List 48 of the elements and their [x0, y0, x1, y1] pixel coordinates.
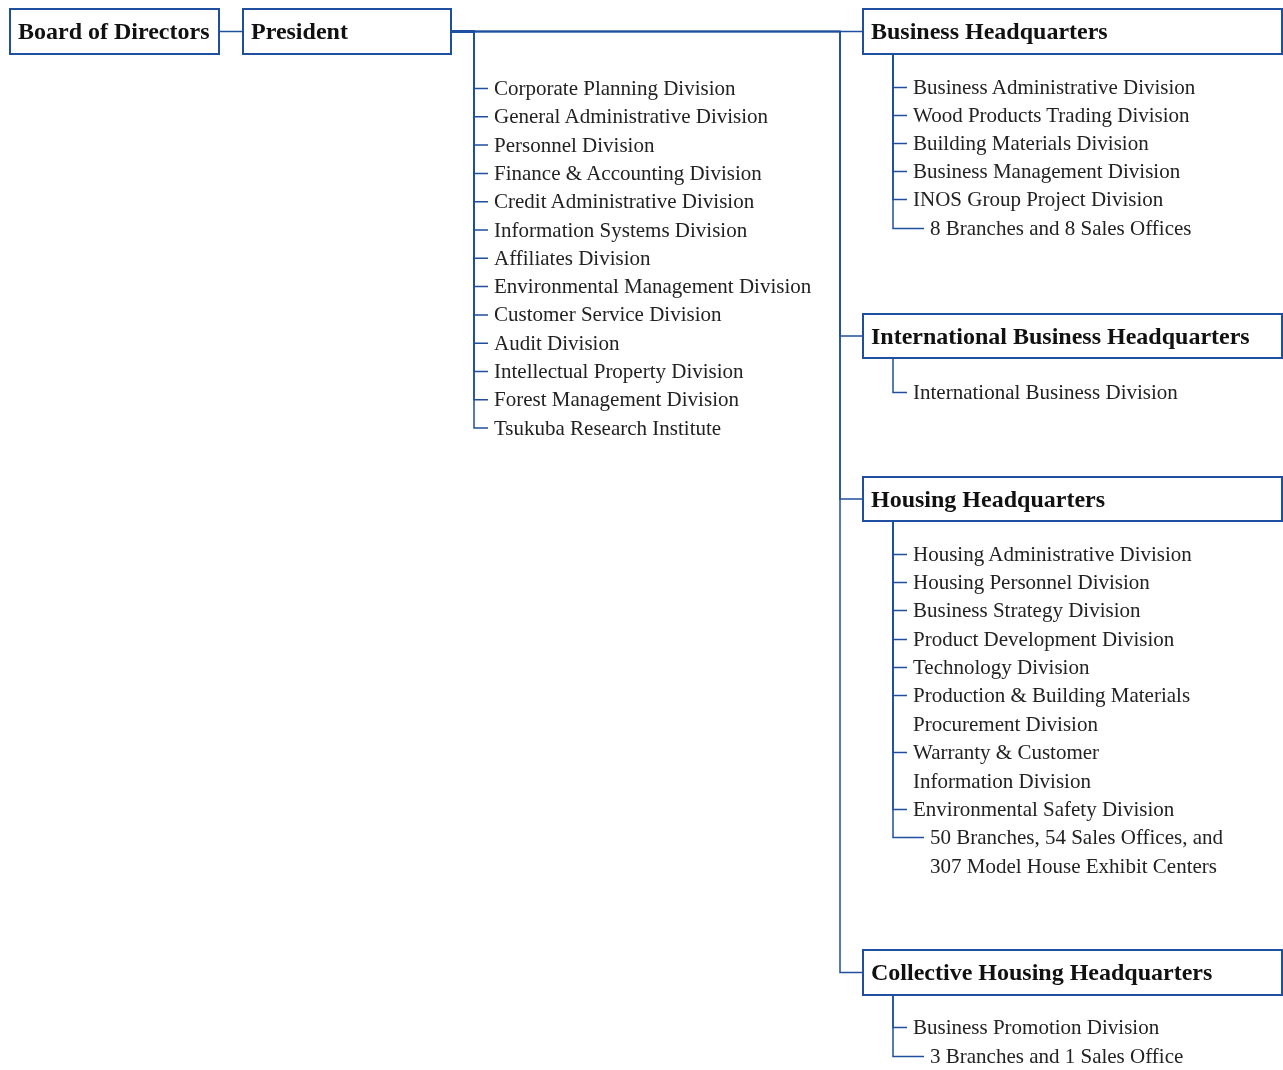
division-label: Business Promotion Division [913, 1013, 1160, 1042]
division-label: Business Administrative Division [913, 73, 1196, 102]
division-label: 50 Branches, 54 Sales Offices, and 307 Model House Exhibit Centers [930, 823, 1235, 880]
unit-title: International Business Headquarters [871, 322, 1250, 350]
division-label: Business Management Division [913, 157, 1181, 186]
division-label: Personnel Division [494, 130, 655, 160]
division-label: Corporate Planning Division [494, 74, 736, 103]
division-label: INOS Group Project Division [913, 185, 1164, 214]
division-label: Production & Building Materials Procurement Division [913, 681, 1213, 738]
division-label: Housing Personnel Division [913, 568, 1150, 597]
connector-line [892, 358, 908, 394]
division-label: Credit Administrative Division [494, 187, 755, 216]
org-box [862, 313, 1283, 359]
unit-title: President [251, 18, 348, 45]
division-label: General Administrative Division [494, 102, 769, 131]
division-label: Building Materials Division [913, 129, 1149, 158]
org-box [862, 476, 1283, 522]
division-label: International Business Division [913, 378, 1178, 407]
division-label: Intellectual Property Division [494, 357, 744, 386]
unit-title: Board of Directors [18, 18, 210, 45]
org-box [862, 8, 1283, 55]
connector-line [892, 995, 925, 1058]
division-label: 3 Branches and 1 Sales Office [930, 1042, 1184, 1070]
division-label: Forest Management Division [494, 385, 739, 414]
org-box [9, 8, 220, 55]
org-box [242, 8, 452, 55]
division-label: 8 Branches and 8 Sales Offices [930, 214, 1192, 243]
org-box [862, 949, 1283, 996]
division-label: Business Strategy Division [913, 596, 1141, 625]
division-label: Warranty & Customer Information Division [913, 738, 1128, 795]
division-label: Finance & Accounting Division [494, 158, 762, 188]
division-label: Housing Administrative Division [913, 540, 1192, 569]
unit-title: Collective Housing Headquarters [871, 959, 1213, 986]
division-label: Affiliates Division [494, 243, 651, 273]
division-label: Environmental Management Division [494, 272, 812, 301]
division-label: Customer Service Division [494, 300, 722, 329]
division-label: Environmental Safety Division [913, 795, 1175, 824]
unit-title: Housing Headquarters [871, 485, 1106, 513]
division-label: Wood Products Trading Division [913, 101, 1190, 130]
connector-line [219, 30, 243, 33]
connector-line [892, 54, 925, 230]
connector-line [892, 521, 925, 839]
division-label: Technology Division [913, 653, 1090, 682]
division-label: Audit Division [494, 328, 620, 358]
division-label: Information Systems Division [494, 215, 748, 244]
division-label: Product Development Division [913, 625, 1175, 654]
division-label: Tsukuba Research Institute [494, 413, 722, 443]
unit-title: Business Headquarters [871, 18, 1108, 45]
